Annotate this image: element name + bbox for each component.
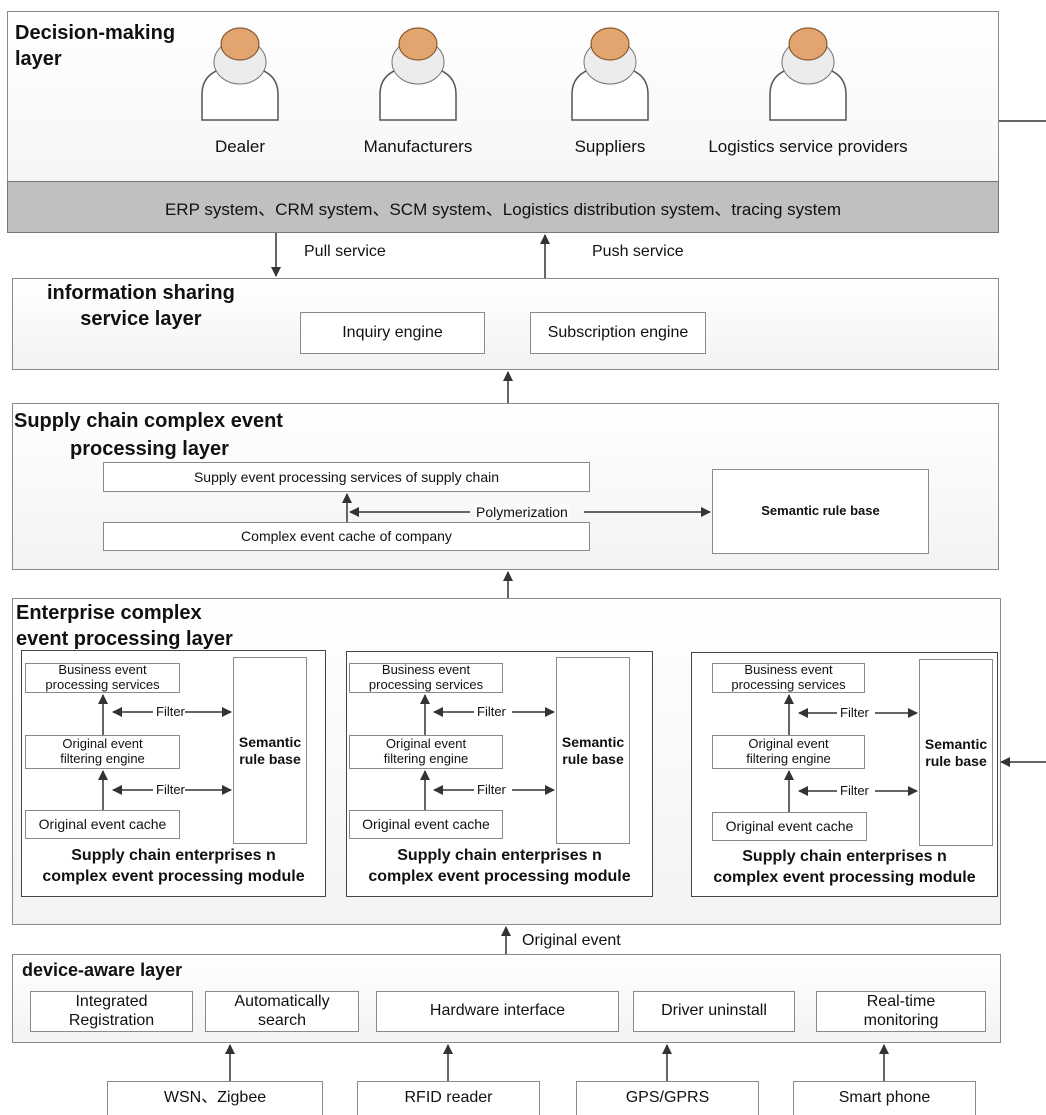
semantic-rule-base: Semantic rule base	[919, 659, 993, 846]
device-layer-title: device-aware layer	[22, 960, 183, 980]
original-event-label: Original event	[522, 932, 621, 949]
filter-label: Filter	[476, 704, 507, 719]
semantic-rule-base-main: Semantic rule base	[712, 469, 929, 554]
original-event-filtering-engine: Original event filtering engine	[712, 735, 865, 769]
person-icon	[769, 27, 847, 121]
person-icon	[379, 27, 457, 121]
business-event-services: Business event processing services	[712, 662, 865, 693]
business-event-services: Business event processing services	[25, 662, 180, 693]
integrated-registration: Integrated Registration	[30, 991, 193, 1032]
device-wsn-zigbee: WSN、Zigbee	[107, 1081, 323, 1115]
original-event-filtering-engine: Original event filtering engine	[349, 735, 503, 769]
device-rfid-reader: RFID reader	[357, 1081, 540, 1115]
actor-label-suppliers: Suppliers	[574, 137, 646, 156]
enterprise-layer-title: Enterprise complex event processing laye…	[16, 602, 233, 650]
real-time-monitoring: Real-time monitoring	[816, 991, 986, 1032]
original-event-cache: Original event cache	[349, 810, 503, 839]
filter-label: Filter	[839, 783, 870, 798]
filter-label: Filter	[155, 782, 186, 797]
person-icon	[571, 27, 649, 121]
driver-uninstall: Driver uninstall	[633, 991, 795, 1032]
device-smart-phone: Smart phone	[793, 1081, 976, 1115]
module-title: Supply chain enterprises n complex event…	[368, 847, 631, 885]
actor-suppliers	[560, 22, 660, 162]
device-gps-gprs: GPS/GPRS	[576, 1081, 759, 1115]
supply-layer-title-line1: Supply chain complex event	[14, 410, 283, 432]
original-event-cache: Original event cache	[25, 810, 180, 839]
actor-label-dealer: Dealer	[214, 137, 266, 156]
person-icon	[201, 27, 279, 121]
polymerization-label: Polymerization	[474, 504, 570, 520]
supply-layer-title-line2: processing layer	[70, 438, 229, 460]
information-sharing-layer	[12, 278, 999, 370]
module-title: Supply chain enterprises n complex event…	[713, 848, 976, 886]
actor-label-manufacturers: Manufacturers	[363, 137, 473, 156]
sharing-layer-title: information sharing service layer	[47, 282, 235, 330]
complex-event-cache: Complex event cache of company	[103, 522, 590, 551]
actor-dealer	[190, 22, 290, 162]
semantic-rule-base: Semantic rule base	[233, 657, 307, 844]
semantic-rule-base: Semantic rule base	[556, 657, 630, 844]
filter-label: Filter	[839, 705, 870, 720]
pull-service-label: Pull service	[304, 243, 386, 260]
business-event-services: Business event processing services	[349, 662, 503, 693]
actor-logistics	[758, 22, 858, 162]
actor-manufacturers	[368, 22, 468, 162]
inquiry-engine: Inquiry engine	[300, 312, 485, 354]
systems-bar: ERP system、CRM system、SCM system、Logisti…	[7, 181, 999, 233]
filter-label: Filter	[155, 704, 186, 719]
hardware-interface: Hardware interface	[376, 991, 619, 1032]
original-event-cache: Original event cache	[712, 812, 867, 841]
decision-layer-title: Decision-making layer	[15, 22, 176, 70]
supply-event-services: Supply event processing services of supp…	[103, 462, 590, 492]
subscription-engine: Subscription engine	[530, 312, 706, 354]
automatically-search: Automatically search	[205, 991, 359, 1032]
original-event-filtering-engine: Original event filtering engine	[25, 735, 180, 769]
module-title: Supply chain enterprises n complex event…	[42, 847, 305, 885]
push-service-label: Push service	[592, 243, 684, 260]
filter-label: Filter	[476, 782, 507, 797]
actor-label-logistics: Logistics service providers	[708, 137, 908, 156]
